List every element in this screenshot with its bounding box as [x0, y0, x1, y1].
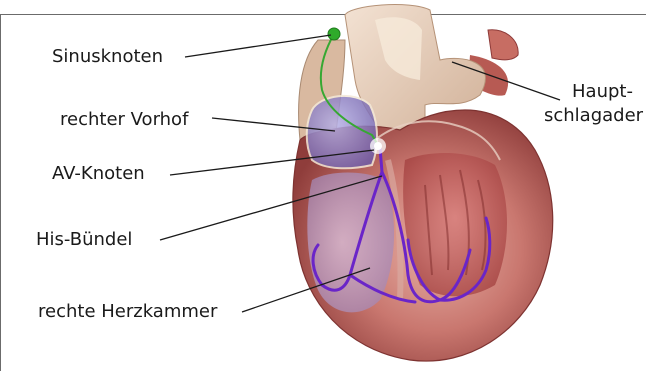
label-schlagader: schlagader	[544, 106, 643, 126]
label-sinusknoten: Sinusknoten	[52, 47, 163, 67]
sinus-node-marker	[328, 28, 340, 40]
label-rechter-vorhof: rechter Vorhof	[60, 110, 188, 130]
label-rechte-herzkammer: rechte Herzkammer	[38, 302, 217, 322]
pulmonary-vessel-shape	[488, 30, 518, 60]
av-node-marker	[374, 142, 382, 150]
label-haupt: Haupt-	[572, 82, 633, 102]
label-his-buendel: His-Bündel	[36, 230, 132, 250]
label-av-knoten: AV-Knoten	[52, 164, 145, 184]
